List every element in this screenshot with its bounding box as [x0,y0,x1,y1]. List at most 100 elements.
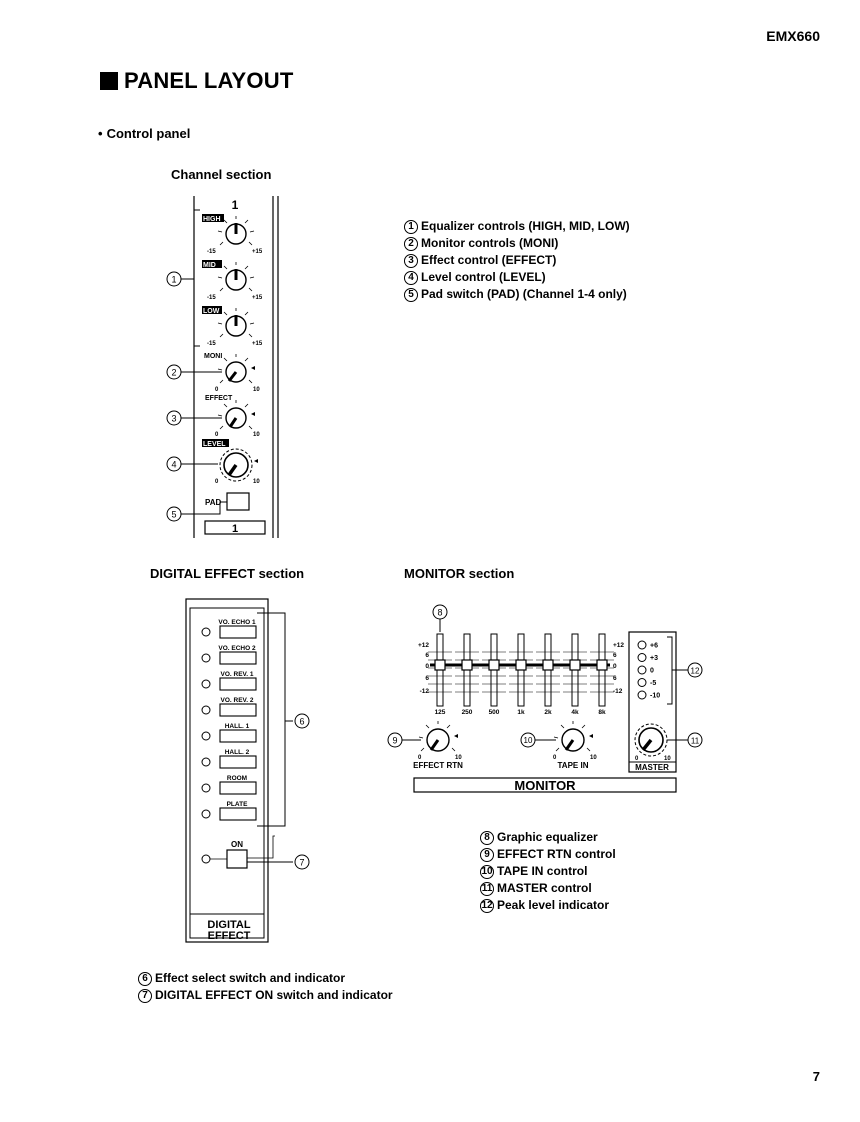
effect-select-switch[interactable] [219,651,257,665]
eq-scale-label: 0 [425,663,429,670]
legend-text: Equalizer controls (HIGH, MID, LOW) [421,219,630,233]
eq-band-label: 1k [517,709,525,716]
eq-band-slider[interactable]: 4k [563,633,587,716]
knob-arrow-icon [454,734,458,738]
legend-text: DIGITAL EFFECT ON switch and indicator [155,988,393,1002]
effect-program-label: HALL. 1 [225,723,250,730]
callout-line [181,501,227,515]
effect-program-row[interactable]: PLATE [201,801,257,821]
channel-number-bottom: 1 [232,523,238,535]
tape-in-knob[interactable]: 0 10 TAPE IN [553,721,597,770]
effect-select-switch[interactable] [219,807,257,821]
eq-band-label: 4k [571,709,579,716]
effect-program-row[interactable]: VO. REV. 1 [201,671,257,691]
callout-number: 2 [171,368,176,378]
eq-band-slider[interactable]: 500 [482,633,506,716]
peak-level-label: -5 [650,680,656,687]
eq-scale-label: 6 [425,652,429,659]
peak-level-label: +3 [650,655,658,662]
eq-fader-knob[interactable] [569,659,581,671]
moni-label: MONI [204,353,222,360]
callout-number: 10 [524,736,533,745]
peak-bracket [667,636,673,705]
effect-knob[interactable]: EFFECT 0 10 [205,395,260,438]
knob-label-bg [202,260,222,268]
eq-fader-knob[interactable] [488,659,500,671]
legend-number: 6 [138,971,152,986]
effect-indicator-led [201,653,211,663]
effect-select-switch[interactable] [219,677,257,691]
callout-number: 3 [171,414,176,424]
peak-led [637,678,647,687]
callout-number: 12 [691,667,700,676]
eq-fader-knob[interactable] [515,659,527,671]
eq-band-slider[interactable]: 2k [536,633,560,716]
effect-on-switch[interactable] [226,849,248,869]
effect-select-switch[interactable] [219,703,257,717]
mid-knob[interactable]: MID -15 +15 [202,260,263,301]
legend-number: 9 [480,847,494,862]
eq-fader-knob[interactable] [542,659,554,671]
eq-fader-knob[interactable] [596,659,608,671]
peak-led-row: +3 [637,653,658,662]
peak-led-row: -10 [637,690,660,700]
effect-program-row[interactable]: HALL. 1 [201,723,257,743]
effect-program-row[interactable]: VO. ECHO 2 [201,645,257,665]
low-knob[interactable]: LOW -15 +15 [202,306,263,347]
pad-label: PAD [205,498,222,507]
effect-indicator-led [201,679,211,689]
eq-scale-label: 6 [613,652,617,659]
channel-number-top: 1 [232,198,239,212]
subtitle: •Control panel [98,126,190,141]
eq-band-slider[interactable]: 8k [590,633,614,716]
knob-ticks [217,308,255,338]
mid-max: +15 [252,295,263,301]
eq-band-slider[interactable]: 125 [428,633,452,716]
effect-program-row[interactable]: VO. ECHO 1 [201,619,257,639]
eq-band-slider[interactable]: 1k [509,633,533,716]
eq-band-slider[interactable]: 250 [455,633,479,716]
channel-strip-diagram: 1 HIGH -15 +15 MID -15 +15 LOW -15 [166,196,279,538]
effect-select-bracket [257,612,286,827]
callout-3: 3 [166,410,182,426]
effect-select-switch[interactable] [219,625,257,639]
legend-text: Peak level indicator [497,898,610,912]
peak-level-label: +6 [650,643,658,650]
moni-knob[interactable]: MONI 0 10 [204,353,260,393]
mid-label: MID [203,262,216,269]
tape-in-label: TAPE IN [558,761,589,770]
effect-program-row[interactable]: ROOM [201,775,257,795]
effect-rtn-knob[interactable]: 0 10 EFFECT RTN [413,721,463,770]
peak-led-row: +6 [637,640,658,650]
knob-ticks [553,721,591,752]
eq-scale-label: +12 [418,642,429,649]
subtitle-text: Control panel [106,126,191,141]
eq-fader-knob[interactable] [434,659,446,671]
master-knob[interactable]: 0 10 MASTER [629,723,676,772]
callout-number: 1 [171,275,176,285]
moni-min: 0 [215,387,219,393]
peak-led [637,640,647,650]
legend-text: TAPE IN control [497,864,588,878]
eq-fader-knob[interactable] [461,659,473,671]
level-knob[interactable]: LEVEL 0 10 [202,439,260,485]
high-knob[interactable]: HIGH -15 +15 [202,214,263,255]
eq-band-label: 125 [435,709,446,716]
effect-select-switch[interactable] [219,755,257,769]
effect-indicator-led [201,783,211,793]
effect-panel-inner [189,607,265,939]
eq-scale-label: 0 [613,663,617,670]
effect-program-row[interactable]: HALL. 2 [201,749,257,769]
knob-ticks [217,400,253,430]
channel-number-plate [204,520,266,535]
peak-led-row: -5 [637,678,656,687]
effect-select-switch[interactable] [219,729,257,743]
effect-select-switch[interactable] [219,781,257,795]
effect-program-row[interactable]: VO. REV. 2 [201,697,257,717]
effect-indicator-led [201,705,211,715]
pad-switch[interactable] [226,492,250,511]
